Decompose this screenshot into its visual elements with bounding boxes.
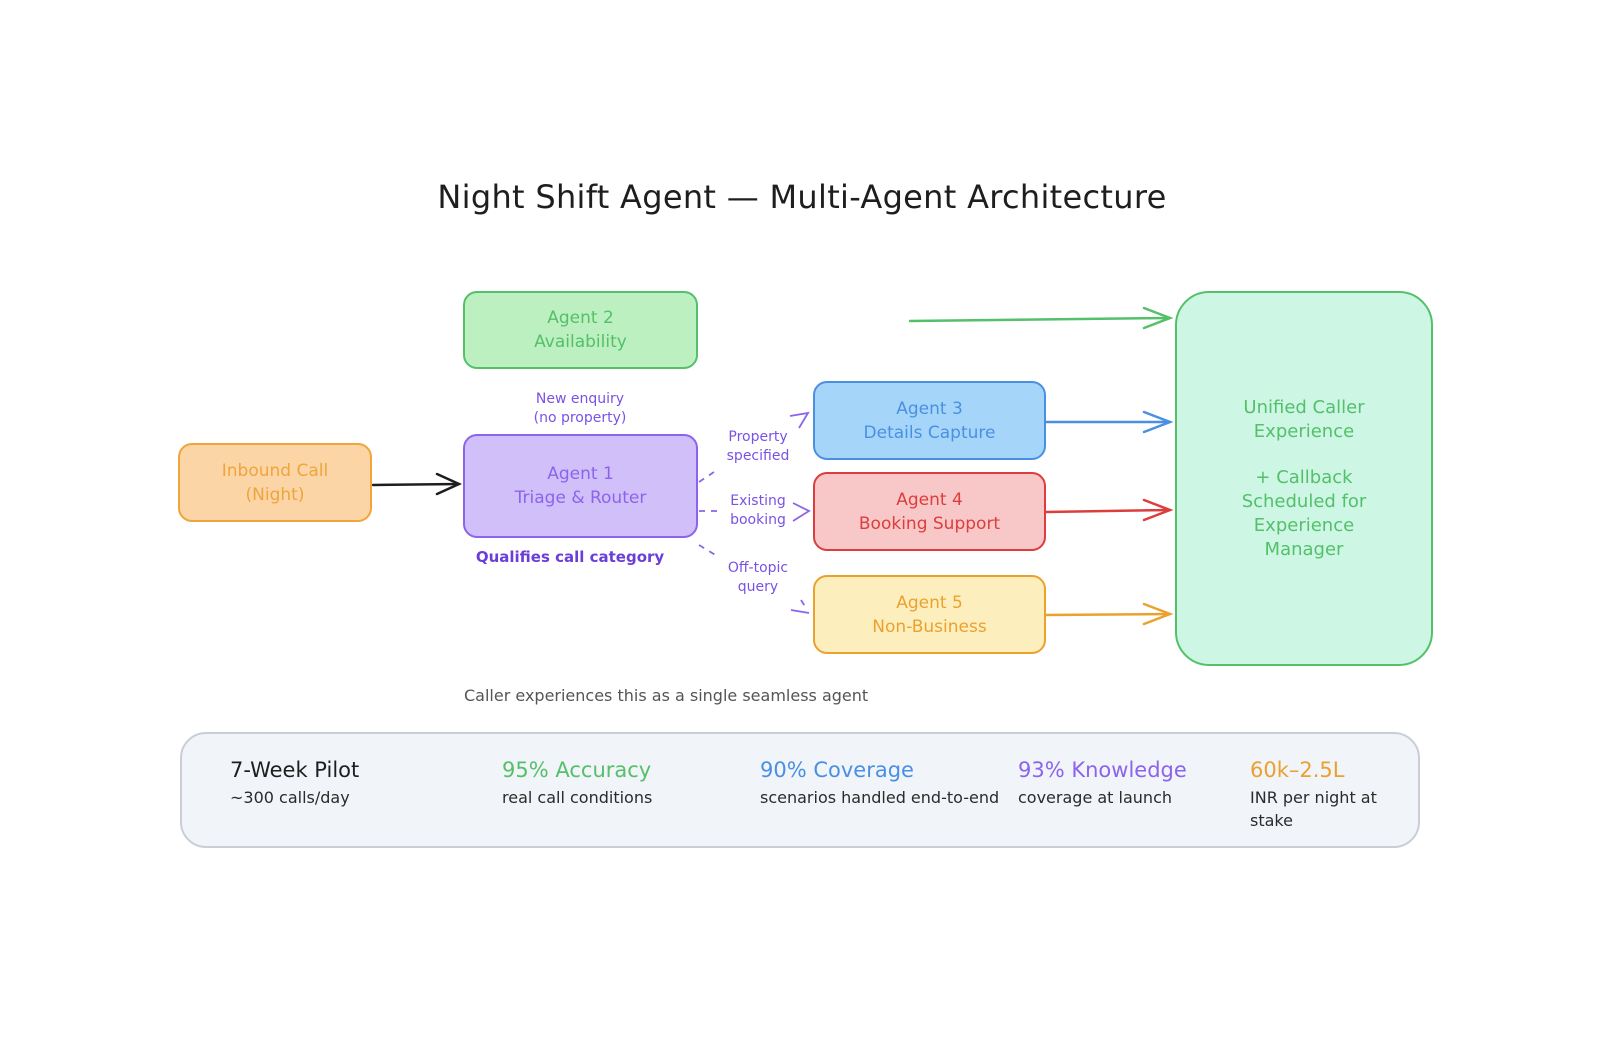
stat-accuracy: 95% Accuracy real call conditions: [502, 756, 722, 809]
agent2-line1: Agent 2: [547, 308, 614, 328]
stat-coverage-sub: scenarios handled end-to-end: [760, 788, 1000, 807]
qualifies-label: Qualifies call category: [475, 548, 665, 566]
inbound-line2: (Night): [245, 484, 305, 505]
arrow-inbound-to-agent1: [371, 472, 463, 496]
off-topic-label: Off-topic query: [718, 559, 798, 597]
stat-knowledge-sub: coverage at launch: [1018, 788, 1172, 807]
stat-pilot-sub: ~300 calls/day: [230, 788, 350, 807]
agent5-line2: Non-Business: [872, 616, 987, 637]
stats-panel: 7-Week Pilot ~300 calls/day 95% Accuracy…: [180, 732, 1420, 848]
stat-pilot: 7-Week Pilot ~300 calls/day: [230, 756, 450, 809]
offtopic-line2: query: [737, 579, 779, 595]
route-to-agent3-head: [789, 411, 810, 429]
agent1-line1: Agent 1: [547, 464, 614, 484]
diagram-title: Night Shift Agent — Multi-Agent Architec…: [437, 178, 1167, 216]
inbound-call-node: Inbound Call (Night): [178, 443, 372, 522]
arrow-agent4-to-unified: [1044, 498, 1174, 522]
agent3-line1: Agent 3: [896, 398, 963, 419]
unified-line3: + Callback: [1255, 466, 1353, 488]
arrow-agent3-to-unified: [1044, 410, 1174, 434]
route-to-agent5: [698, 544, 807, 609]
route-to-agent5-head: [790, 609, 810, 614]
stat-inr-sub: INR per night at stake: [1250, 788, 1377, 830]
stat-inr-head: 60k–2.5L: [1250, 758, 1345, 782]
agent4-line2: Booking Support: [858, 513, 1001, 534]
unified-line2: Experience: [1253, 420, 1355, 442]
inbound-line1: Inbound Call: [221, 460, 329, 481]
unified-line5: Experience: [1253, 514, 1355, 536]
agent4-line1: Agent 4: [896, 489, 963, 510]
unified-line4: Scheduled for: [1241, 490, 1367, 512]
arrow-agent2-to-unified: [908, 306, 1174, 330]
new-enquiry-line1: New enquiry: [535, 391, 625, 407]
stat-accuracy-head: 95% Accuracy: [502, 758, 652, 782]
property-line1: Property: [728, 429, 788, 445]
stat-inr: 60k–2.5L INR per night at stake: [1250, 756, 1410, 832]
existing-line2: booking: [730, 512, 786, 528]
new-enquiry-label: New enquiry (no property): [520, 390, 640, 428]
unified-experience-node: Unified Caller Experience + Callback Sch…: [1175, 291, 1433, 666]
property-line2: specified: [726, 448, 790, 464]
agent5-node: Agent 5 Non-Business: [813, 575, 1046, 654]
seamless-note: Caller experiences this as a single seam…: [464, 686, 869, 705]
property-specified-label: Property specified: [718, 428, 798, 466]
agent3-line2: Details Capture: [863, 422, 996, 443]
new-enquiry-line2: (no property): [533, 410, 627, 426]
offtopic-line1: Off-topic: [727, 560, 789, 576]
unified-line6: Manager: [1264, 538, 1344, 560]
stat-coverage-head: 90% Coverage: [760, 758, 914, 782]
stat-accuracy-sub: real call conditions: [502, 788, 653, 807]
existing-line1: Existing: [730, 493, 786, 509]
agent3-node: Agent 3 Details Capture: [813, 381, 1046, 460]
stat-knowledge-head: 93% Knowledge: [1018, 758, 1187, 782]
agent5-line1: Agent 5: [896, 592, 963, 613]
agent2-line2: Availability: [534, 332, 627, 352]
agent4-node: Agent 4 Booking Support: [813, 472, 1046, 551]
agent2-node: Agent 2 Availability: [463, 291, 698, 369]
unified-line1: Unified Caller: [1243, 396, 1365, 418]
stat-knowledge: 93% Knowledge coverage at launch: [1018, 756, 1218, 809]
arrow-agent5-to-unified: [1044, 602, 1174, 626]
stat-coverage: 90% Coverage scenarios handled end-to-en…: [760, 756, 1010, 809]
agent1-node: Agent 1 Triage & Router: [463, 434, 698, 538]
agent1-line2: Triage & Router: [514, 488, 647, 508]
existing-booking-label: Existing booking: [718, 492, 798, 530]
stat-pilot-head: 7-Week Pilot: [230, 758, 360, 782]
route-to-agent4-head: [792, 502, 811, 522]
route-to-agent3: [698, 469, 718, 483]
